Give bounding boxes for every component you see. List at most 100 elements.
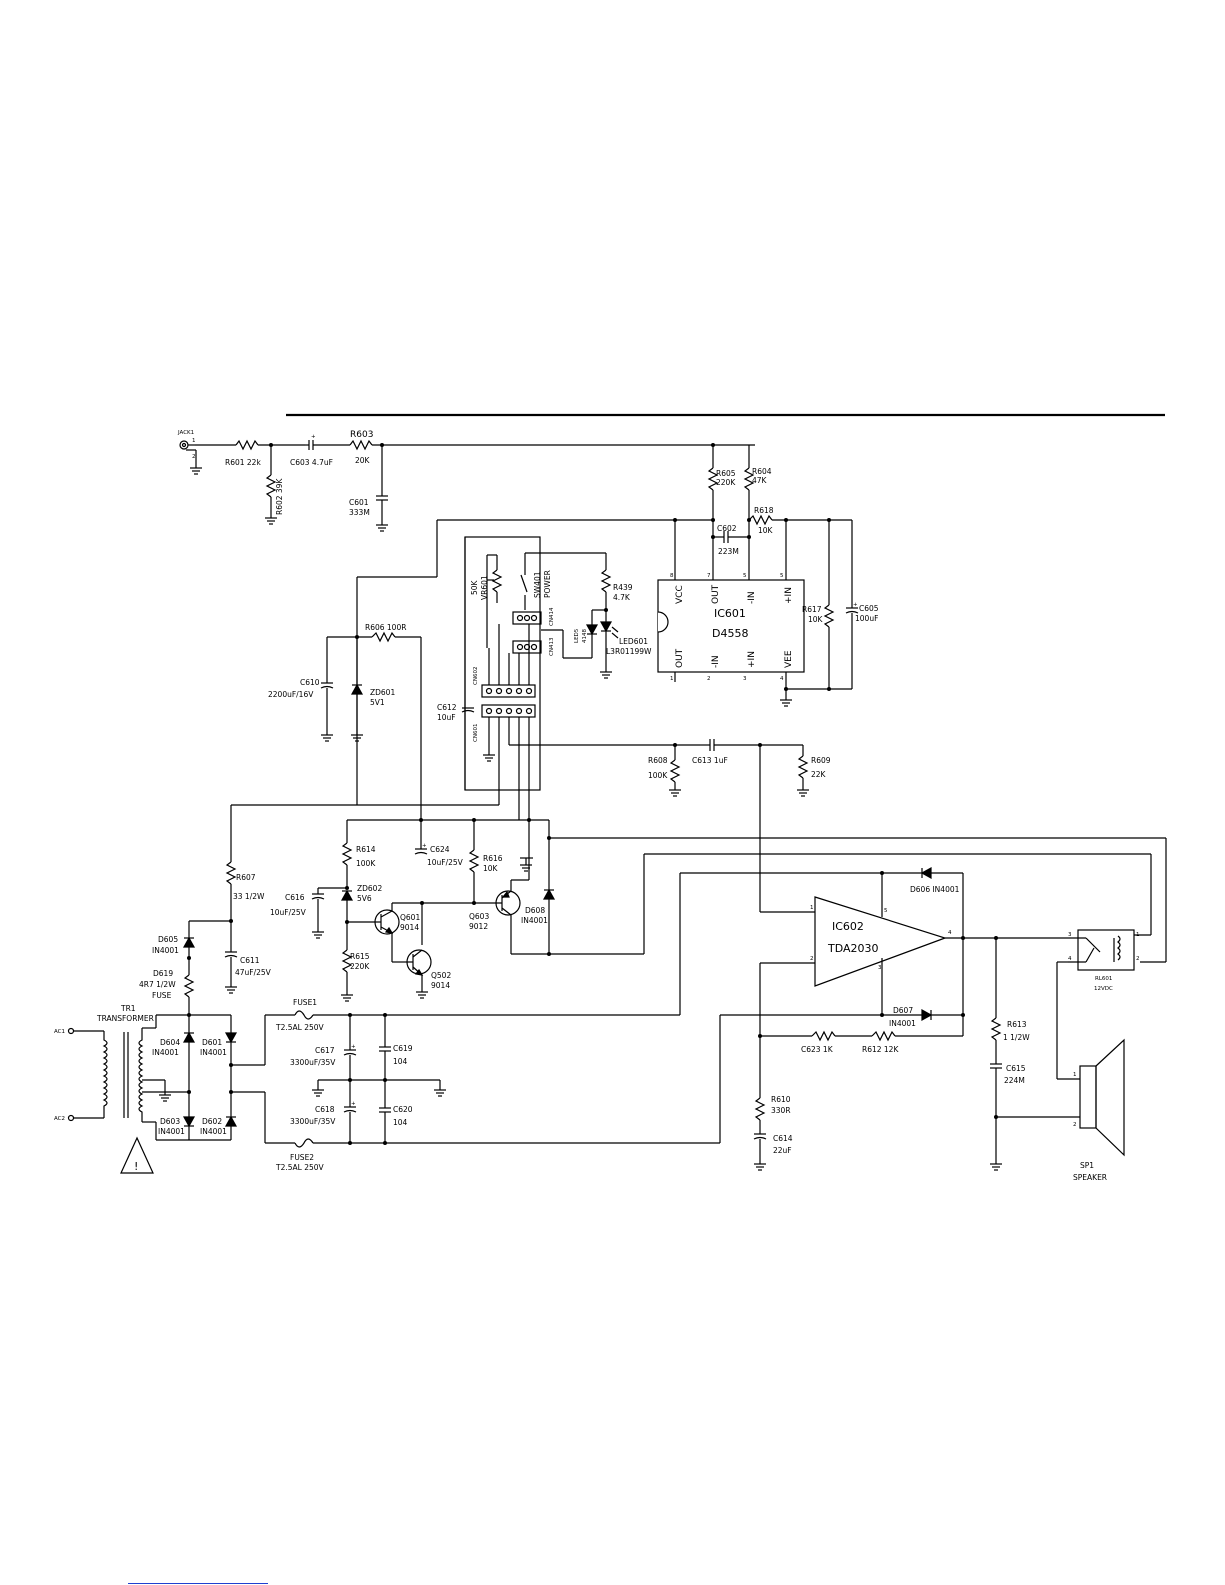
warning-icon [120,1136,154,1174]
component-label: 10K [483,864,499,873]
component-label: 20K [355,456,371,465]
component-label: 2 [810,956,814,962]
component-label: 1 [810,905,814,911]
component-label: 5 [780,573,784,579]
sp1-speaker [1079,1038,1125,1157]
c611-capacitor [224,951,238,987]
component-label: C615 [1006,1064,1026,1073]
component-label: 104 [393,1057,408,1066]
component-label: R609 [811,756,831,765]
component-label: 100K [356,859,376,868]
footer-link-underline[interactable] [128,1583,268,1584]
component-label: 9014 [400,923,419,932]
component-label: C617 [315,1046,335,1055]
d608-diode [542,888,556,900]
component-label: ! [134,1160,138,1173]
q502-transistor [406,949,432,976]
component-label: 223M [718,547,739,556]
component-label: OUT [711,584,721,604]
component-label: C624 [430,845,450,854]
zd601-zener [350,683,364,695]
r607-resistor [225,861,237,885]
component-label: R614 [356,845,376,854]
component-label: +IN [784,587,794,604]
input-jack: JACK1 1 2 [177,430,197,468]
r606-resistor [371,631,396,643]
component-label: C602 [717,524,737,533]
component-label: 2 [192,454,196,460]
component-label: FUSE2 [290,1153,314,1162]
fuse1 [294,1010,314,1020]
ic601-chip: IC601 D4558 VCC OUT -IN +IN OUT -IN +IN … [657,573,805,682]
c605-capacitor: + [845,602,859,689]
r610-resistor [754,1097,766,1121]
r608-resistor [669,759,681,783]
c624-capacitor: + [414,843,428,855]
component-label: CN413 [549,637,555,656]
component-label: C605 [859,604,879,613]
fuse2 [294,1138,314,1148]
component-label: + [311,434,316,440]
component-label: D606 IN4001 [910,885,960,894]
component-label: 22uF [773,1146,792,1155]
component-label: 5V1 [370,698,385,707]
component-label: 8 [670,573,674,579]
d602-diode [224,1115,238,1127]
component-label: D619 [153,969,173,978]
component-label: CN414 [549,607,555,626]
q603-transistor [474,890,521,916]
component-label: + [351,1044,356,1050]
component-label: C610 [300,678,320,687]
component-label: 100uF [855,614,878,623]
component-label: 1 [1073,1072,1077,1078]
component-label: 4.7K [613,593,631,602]
component-label: R613 [1007,1020,1027,1029]
component-label: TRANSFORMER [96,1014,154,1023]
component-label: LED601 [619,637,648,646]
component-label: 220K [716,478,736,487]
component-label: POWER [543,570,552,598]
component-label: 9014 [431,981,450,990]
component-label: C601 [349,498,369,507]
component-label: D4558 [712,627,748,640]
component-label: 33 1/2W [233,892,265,901]
component-label: 3300uF/35V [290,1117,336,1126]
r439-resistor [600,569,612,593]
component-label: 5 [743,573,747,579]
component-label: 3300uF/35V [290,1058,336,1067]
r615-resistor [341,949,353,973]
component-label: Q603 [469,912,489,921]
component-label: ZD602 [357,884,382,893]
component-label: C620 [393,1105,413,1114]
r617-resistor [823,604,835,628]
c619-capacitor [379,1046,391,1108]
component-label: C619 [393,1044,413,1053]
component-label: 1 [670,676,674,682]
rl601-relay [1068,929,1135,971]
component-label: 1 1/2W [1003,1033,1030,1042]
component-label: D603 [160,1117,180,1126]
component-label: C616 [285,893,305,902]
component-label: R601 22k [225,458,261,467]
c618-capacitor: + [343,1101,357,1143]
component-label: + [422,843,427,849]
component-label: D602 [202,1117,222,1126]
r603-resistor [349,439,373,451]
component-label: R612 12K [862,1045,899,1054]
component-label: 9012 [469,922,488,931]
component-label: TDA2030 [827,942,879,955]
q601-transistor [374,909,400,935]
d603-diode [182,1116,196,1128]
component-label: AC1 [54,1029,65,1035]
component-label: ZD601 [370,688,395,697]
component-label: 10K [758,526,774,535]
component-label: 5 [884,908,888,914]
component-label: 100K [648,771,668,780]
component-label: 224M [1004,1076,1025,1085]
component-label: 10uF/25V [427,858,464,867]
component-label: R608 [648,756,668,765]
component-label: VEE [784,650,794,668]
r614-resistor [341,842,353,866]
component-label: R603 [350,430,373,440]
